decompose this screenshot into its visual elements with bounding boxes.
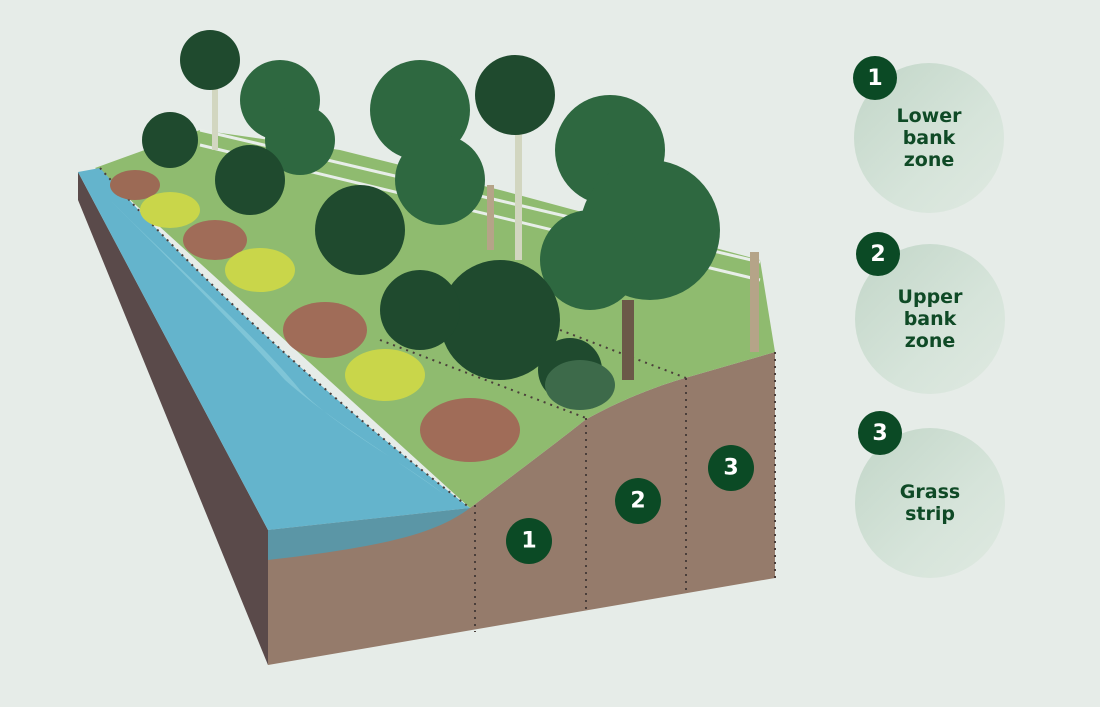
legend-item-lower-bank-zone: Lower bank zone 1 [853, 56, 1006, 215]
zone-badge-3: 3 [708, 445, 754, 491]
zone-badge-2: 2 [615, 478, 661, 524]
label-line: strip [905, 503, 955, 525]
legend-label: Grass strip [885, 481, 975, 525]
label-line: zone [903, 149, 955, 171]
zone-badge-1: 1 [506, 518, 552, 564]
legend-badge: 3 [858, 411, 902, 455]
water-front-face [268, 508, 470, 560]
water-surface [78, 168, 470, 530]
label-line: Lower [896, 105, 962, 127]
label-line: Upper [897, 286, 963, 308]
block-left-side [78, 172, 268, 665]
label-line: bank [903, 308, 957, 330]
legend-label: Lower bank zone [884, 105, 974, 171]
trees [142, 30, 720, 402]
soil-front-face [268, 352, 775, 665]
label-line: zone [904, 330, 956, 352]
label-line: Grass [899, 481, 961, 503]
legend-badge: 1 [853, 56, 897, 100]
legend-circle: Upper bank zone [855, 244, 1005, 394]
label-line: bank [902, 127, 956, 149]
legend-label: Upper bank zone [885, 286, 975, 352]
svg-text:2: 2 [630, 489, 645, 514]
legend-item-upper-bank-zone: Upper bank zone 2 [855, 232, 1007, 396]
shrubs [110, 170, 615, 462]
svg-text:1: 1 [521, 529, 536, 554]
legend-item-grass-strip: Grass strip 3 [855, 411, 1007, 580]
legend-badge: 2 [856, 232, 900, 276]
svg-text:3: 3 [723, 456, 738, 481]
legend-circle: Lower bank zone [854, 63, 1004, 213]
